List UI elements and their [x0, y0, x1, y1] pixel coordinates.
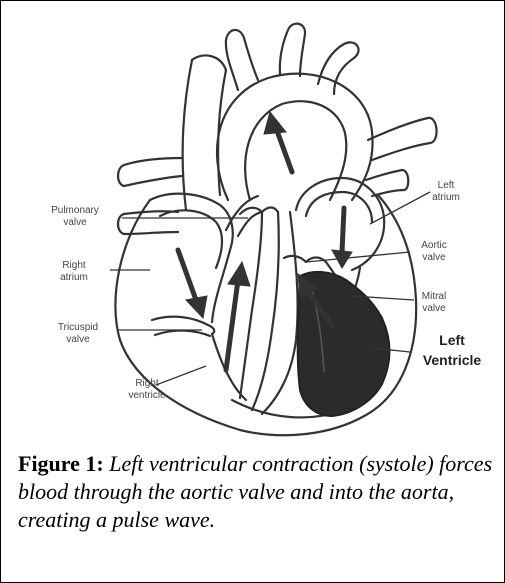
left-carotid-artery [280, 24, 305, 76]
aorta-inner [245, 101, 346, 200]
left-subclavian-artery [318, 42, 359, 94]
flow-arrow-aorta [276, 128, 292, 172]
pulmonary-artery [368, 118, 428, 140]
flow-arrow-right-ventricle [226, 280, 238, 370]
figure-caption: Figure 1: Left ventricular contraction (… [18, 450, 493, 534]
brachiocephalic-artery [226, 30, 258, 90]
aortic-arch [217, 74, 373, 200]
flow-arrow-left-atrium [342, 208, 344, 252]
flow-arrow-right-atrium [178, 250, 196, 300]
figure-number: Figure 1: [18, 451, 104, 476]
superior-vena-cava [183, 60, 192, 210]
